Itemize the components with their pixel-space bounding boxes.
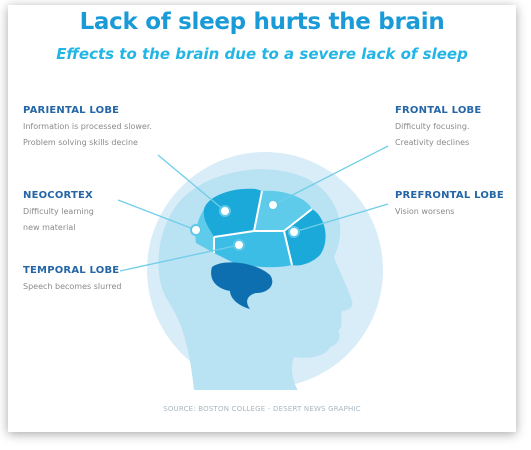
parietal-lobe-line-1: Information is processed slower. <box>23 122 152 131</box>
infographic-card: Lack of sleep hurts the brain Effects to… <box>8 5 516 432</box>
neocortex-heading: NEOCORTEX <box>23 190 93 201</box>
frontal-lobe-shape <box>254 190 312 231</box>
neocortex-line-1: Difficulty learning <box>23 207 94 216</box>
leader-line-frontal <box>272 145 389 206</box>
neocortex-shape <box>195 209 214 253</box>
temporal-lobe-shape <box>214 231 292 268</box>
temporal-lobe-heading: TEMPORAL LOBE <box>23 265 120 276</box>
marker-temporal <box>233 239 245 251</box>
parietal-lobe-heading: PARIENTAL LOBE <box>23 105 120 116</box>
source-credit: SOURCE: BOSTON COLLEGE - DESERT NEWS GRA… <box>163 405 361 413</box>
frontal-lobe-heading: FRONTAL LOBE <box>395 105 482 116</box>
leader-line-parietal <box>157 154 226 212</box>
prefrontal-lobe-label: PREFRONTAL LOBE Vision worsens <box>395 190 504 220</box>
marker-dots <box>190 199 300 251</box>
brain <box>195 188 326 309</box>
frontal-lobe-line-2: Creativity declines <box>395 138 470 147</box>
prefrontal-lobe-heading: PREFRONTAL LOBE <box>395 190 504 201</box>
parietal-lobe-label: PARIENTAL LOBE Information is processed … <box>23 105 152 151</box>
neocortex-label: NEOCORTEX Difficulty learning new materi… <box>23 190 94 236</box>
leader-line-prefrontal <box>293 203 389 233</box>
neocortex-line-2: new material <box>23 223 76 232</box>
page-title: Lack of sleep hurts the brain <box>79 9 445 35</box>
brain-illustration <box>117 145 389 390</box>
frontal-lobe-label: FRONTAL LOBE Difficulty focusing. Creati… <box>395 105 481 151</box>
marker-parietal <box>219 205 231 217</box>
parietal-lobe-shape <box>203 188 262 237</box>
leader-line-neocortex <box>117 199 197 231</box>
page-subtitle: Effects to the brain due to a severe lac… <box>56 45 468 63</box>
prefrontal-lobe-line-1: Vision worsens <box>395 207 455 216</box>
frontal-lobe-line-1: Difficulty focusing. <box>395 122 470 131</box>
temporal-lobe-line-1: Speech becomes slurred <box>23 282 122 291</box>
parietal-lobe-line-2: Problem solving skills decine <box>23 138 138 147</box>
marker-frontal <box>267 199 279 211</box>
temporal-lobe-label: TEMPORAL LOBE Speech becomes slurred <box>23 265 121 295</box>
marker-prefrontal <box>288 226 300 238</box>
marker-neocortex <box>190 224 202 236</box>
leader-lines <box>117 145 389 272</box>
leader-line-temporal <box>119 244 240 272</box>
cerebellum-shape <box>211 262 273 309</box>
